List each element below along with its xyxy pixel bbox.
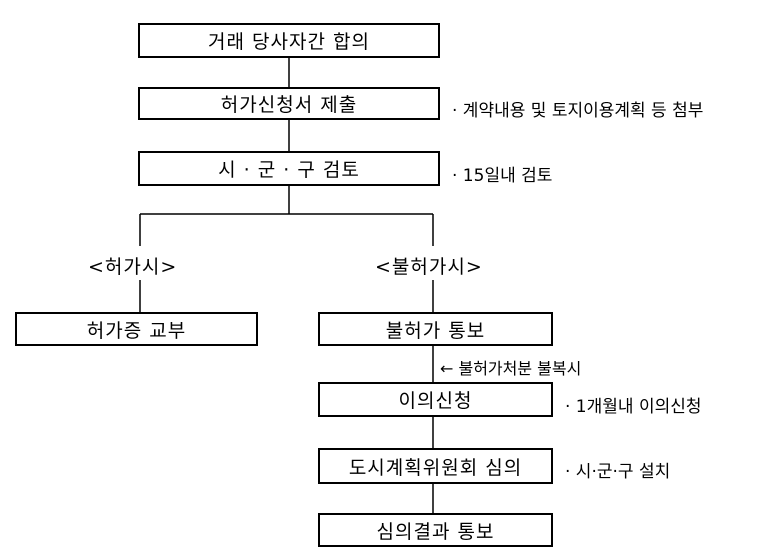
- note-appeal-condition: ← 불허가처분 불복시: [440, 359, 582, 378]
- branch-label-approved: <허가시>: [88, 256, 178, 278]
- step-objection-label: 이의신청: [398, 390, 473, 412]
- step-permit-issue-box: 허가증 교부: [15, 312, 258, 346]
- step-agreement-label: 거래 당사자간 합의: [208, 31, 370, 53]
- step-committee-label: 도시계획위원회 심의: [348, 456, 523, 479]
- step-result-notice-box: 심의결과 통보: [318, 513, 553, 547]
- step-denial-notice-label: 불허가 통보: [385, 319, 486, 342]
- note-application: · 계약내용 및 토지이용계획 등 첨부: [452, 101, 704, 121]
- step-review-box: 시 · 군 · 구 검토: [138, 151, 440, 186]
- note-objection: · 1개월내 이의신청: [565, 397, 702, 417]
- step-application-label: 허가신청서 제출: [220, 94, 358, 116]
- branch-label-denied: <불허가시>: [375, 256, 483, 278]
- note-committee: · 시·군·구 설치: [565, 462, 671, 482]
- step-permit-issue-label: 허가증 교부: [86, 319, 187, 342]
- step-agreement-box: 거래 당사자간 합의: [138, 23, 440, 58]
- step-result-notice-label: 심의결과 통보: [376, 520, 495, 543]
- step-committee-box: 도시계획위원회 심의: [318, 448, 553, 484]
- note-review: · 15일내 검토: [452, 166, 553, 186]
- step-application-box: 허가신청서 제출: [138, 87, 440, 120]
- step-review-label: 시 · 군 · 구 검토: [218, 159, 360, 181]
- step-denial-notice-box: 불허가 통보: [318, 312, 553, 346]
- step-objection-box: 이의신청: [318, 382, 553, 417]
